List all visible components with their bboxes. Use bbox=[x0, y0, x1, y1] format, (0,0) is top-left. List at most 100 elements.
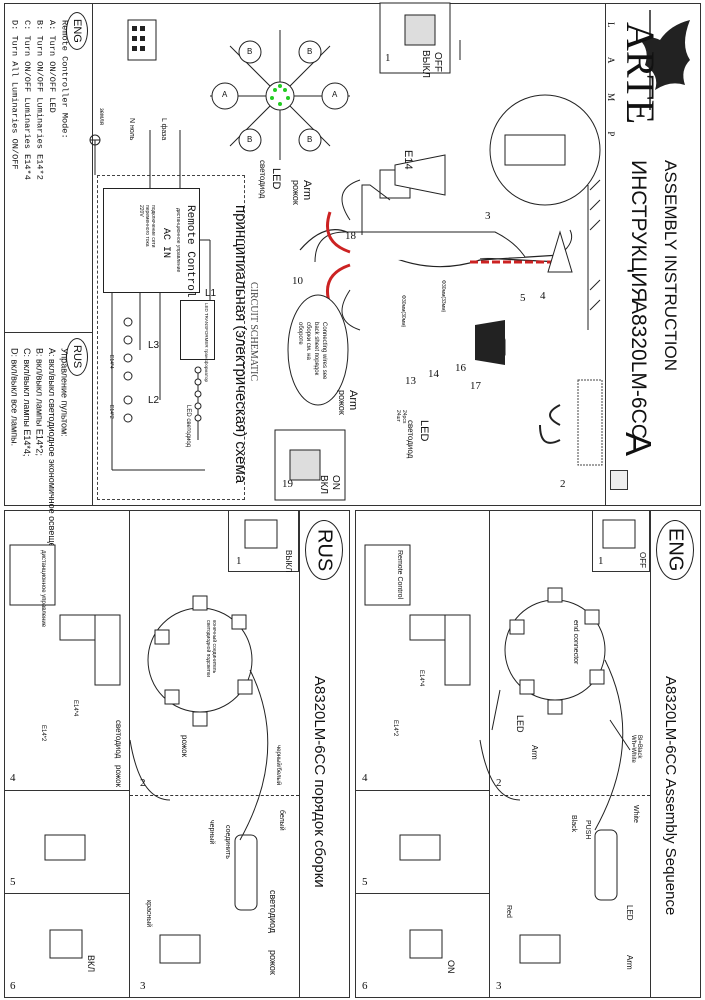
rus-divider-56 bbox=[4, 893, 130, 894]
sheet-letter: A bbox=[618, 432, 659, 457]
eng-on-label: ON bbox=[446, 960, 456, 974]
eng-off-label: OFF bbox=[638, 552, 647, 568]
part-10: 10 bbox=[292, 275, 303, 287]
phase-label: L фаза bbox=[160, 118, 167, 141]
e14x4-label: E14*4 bbox=[108, 355, 114, 369]
led-strip-label: LED светодиод bbox=[185, 405, 191, 448]
title-en: ASSEMBLY INSTRUCTION bbox=[661, 160, 680, 371]
switch-off-step: 1 bbox=[385, 52, 391, 64]
arm-label-top: Arm bbox=[301, 180, 313, 201]
eng-step-5: 5 bbox=[362, 876, 368, 888]
rus-remote-label: дистанционное управление bbox=[40, 550, 46, 628]
connecting-wires-bubble: Connecting wires see back sheet порядок … bbox=[297, 322, 327, 380]
title-strip bbox=[605, 3, 701, 506]
rosette-label-b1: B bbox=[247, 47, 253, 56]
eng-black-label: Black bbox=[570, 815, 577, 833]
eng-title-strip bbox=[650, 510, 701, 998]
rus-step-6: 6 bbox=[10, 980, 16, 992]
model-number: A8320LM-6CC bbox=[627, 300, 650, 439]
switch-off-label-en: OFF bbox=[432, 52, 443, 72]
remote-box-title: Remote Control bbox=[184, 205, 196, 298]
rus-step-5: 5 bbox=[10, 876, 16, 888]
rus-end-connector: конечный соединитель светодиодной подсве… bbox=[205, 620, 217, 677]
remote-box-sub: дистанционное управление bbox=[175, 208, 181, 273]
eng-divider-23 bbox=[490, 795, 650, 796]
rus-arm-label: рожок bbox=[114, 765, 123, 788]
eng-left-column bbox=[355, 510, 490, 998]
eng-step1-box bbox=[592, 510, 650, 572]
rus-divider-45 bbox=[4, 790, 130, 791]
title-ru: ИНСТРУКЦИЯ bbox=[627, 160, 650, 303]
rus-badge-label: RUS bbox=[71, 345, 83, 369]
part-4: 4 bbox=[540, 290, 546, 302]
part-13: 13 bbox=[405, 375, 416, 387]
rus-led-label: светодиод bbox=[114, 720, 123, 759]
rus-remote-mode-text: Управление пультом: A: вкл/выкл светодио… bbox=[8, 348, 71, 565]
part-2: 2 bbox=[560, 478, 566, 490]
eng-heading: Remote Controller Mode: bbox=[59, 20, 70, 139]
eng-end-connector: end connector bbox=[572, 620, 579, 665]
rus-step1-box bbox=[228, 510, 299, 572]
dimension-2: Φ30мм(33мм) bbox=[440, 280, 446, 313]
eng-item-b: B: Turn ON/OFF Luminaries E14*2 bbox=[34, 20, 45, 180]
rus-arm-label-3: рожок bbox=[268, 950, 278, 975]
eng-arm-label-3: Arm bbox=[625, 955, 634, 970]
rus-on-label: ВКЛ bbox=[86, 955, 96, 973]
switch-on-step: 19 bbox=[282, 478, 293, 490]
part-18: 18 bbox=[345, 230, 356, 242]
eng-divider-45 bbox=[355, 790, 490, 791]
rus-step-4: 4 bbox=[10, 772, 16, 784]
eng-red-label: Red bbox=[505, 905, 512, 918]
part-16: 16 bbox=[455, 362, 466, 374]
eng-arm-label: Arm bbox=[530, 745, 539, 760]
eng-page-title: A8320LM-6CC Assembly Sequence bbox=[662, 676, 679, 916]
line-l2-label: L2 bbox=[148, 395, 160, 406]
eng-divider-56 bbox=[355, 893, 490, 894]
rosette-label-b4: B bbox=[307, 135, 313, 144]
neutral-label: N ноль bbox=[128, 118, 135, 141]
rus-item-d: D: вкл/выкл все лампы. bbox=[9, 348, 20, 447]
arm-label-mid: Arm bbox=[347, 390, 359, 411]
eng-step-6: 6 bbox=[362, 980, 368, 992]
eng-remote-mode-text: Remote Controller Mode: A: Turn ON/OFF L… bbox=[8, 20, 71, 320]
schematic-title-en: CIRCUIT SCHEMATIC bbox=[248, 282, 259, 381]
rus-divider-23 bbox=[130, 795, 299, 796]
switch-on-label-en: ON bbox=[330, 475, 341, 490]
eng-item-a: A: Turn ON/OFF LED bbox=[47, 20, 57, 113]
rus-step-3: 3 bbox=[140, 980, 146, 992]
led-ru-label-mid: светодиод bbox=[406, 420, 415, 459]
rus-red-label: красный bbox=[145, 900, 152, 928]
eng-step-1: 1 bbox=[598, 555, 604, 567]
rus-title-strip bbox=[299, 510, 350, 998]
rosette-label-b3: B bbox=[247, 135, 253, 144]
rus-item-a: A: вкл/выкл светодиодное экономичное осв… bbox=[47, 348, 57, 566]
part-5: 5 bbox=[520, 292, 526, 304]
eng-badge-label: ENG bbox=[71, 19, 83, 43]
ground-label: земля bbox=[98, 108, 104, 125]
eng-led-label-3: LED bbox=[625, 905, 634, 921]
rus-page-badge: RUS bbox=[305, 520, 343, 580]
eng-step-2: 2 bbox=[496, 777, 502, 789]
text-panel-divider bbox=[4, 332, 93, 333]
rus-e14x2-label: E14*2 bbox=[40, 725, 46, 742]
rus-e14x4-label: E14*4 bbox=[72, 700, 78, 717]
eng-push-label: PUSH bbox=[584, 820, 591, 840]
led-driver-label: LED TRANSFORMER трансформатор bbox=[204, 303, 209, 382]
rus-step-2: 2 bbox=[140, 777, 146, 789]
eng-item-d: D: Turn All Luminaries ON/OFF bbox=[9, 20, 20, 170]
eng-page-badge: ENG bbox=[656, 520, 694, 580]
eng-white-label: White bbox=[632, 805, 639, 823]
eng-step-3: 3 bbox=[496, 980, 502, 992]
eng-step-4: 4 bbox=[362, 772, 368, 784]
rus-left-column bbox=[4, 510, 130, 998]
switch-on-label-ru: ВКЛ bbox=[318, 475, 329, 495]
eng-remote-label: Remote Control bbox=[396, 550, 403, 600]
switch-off-label-ru: ВЫКЛ bbox=[420, 50, 431, 78]
rus-page-badge-label: RUS bbox=[313, 528, 336, 572]
eng-e14x4-label: E14*4 bbox=[418, 670, 424, 687]
rosette-label-a2: A bbox=[332, 90, 338, 99]
arm-ru-label-top: рожок bbox=[291, 180, 301, 205]
e14x2-label: E14*2 bbox=[108, 405, 114, 419]
logo-text: ARTE bbox=[618, 22, 663, 125]
rus-badge: RUS bbox=[66, 338, 88, 376]
